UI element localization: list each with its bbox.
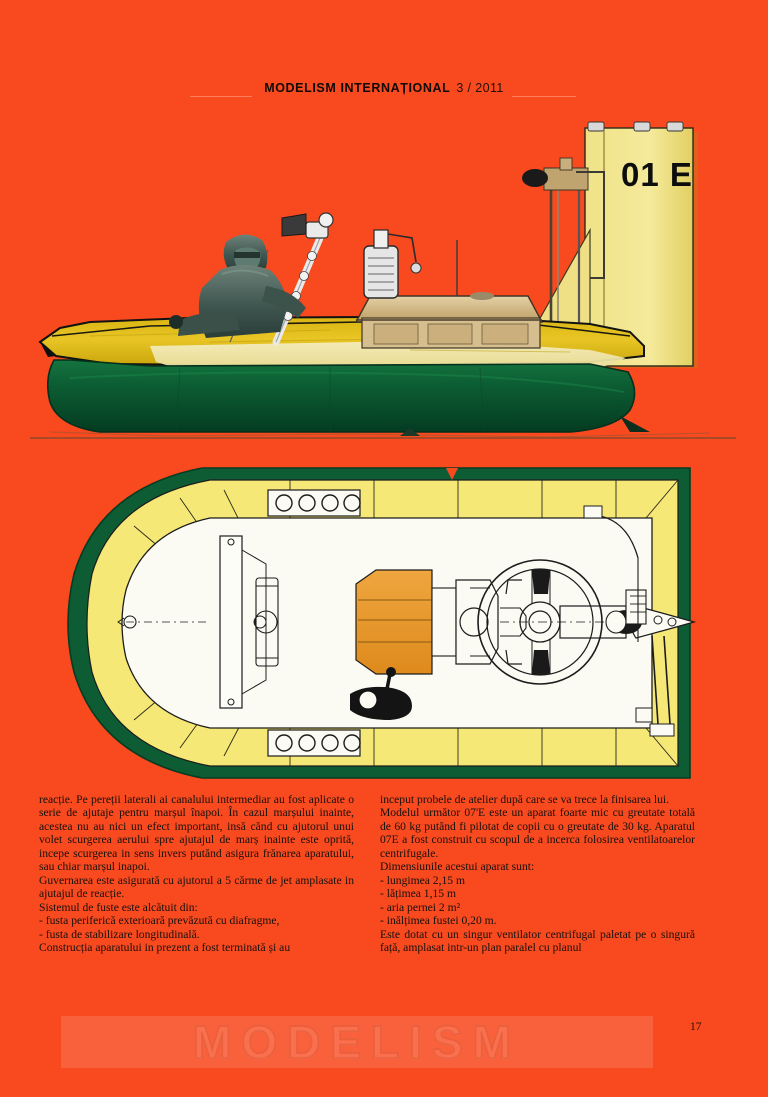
figure-plan-view-drawing [60, 462, 700, 784]
page-number: 17 [690, 1021, 702, 1033]
paragraph: Modelul următor 07'E este un aparat foar… [380, 806, 695, 860]
plan-stern-rudder [583, 505, 697, 737]
magazine-title: MODELISM INTERNAȚIONAL [264, 81, 451, 95]
paragraph: inceput probele de atelier după care se … [380, 793, 670, 806]
paragraph: reacție. Pe pereții laterali ai canalulu… [39, 793, 354, 874]
paragraph: Construcția aparatului in prezent a fost… [39, 940, 291, 954]
plan-fuel-tank [355, 569, 457, 675]
plan-controls-cluster [350, 667, 412, 720]
text-column-left: reacție. Pe pereții laterali ai canalulu… [39, 793, 354, 993]
paragraph: Este dotat cu un singur ventilator centr… [380, 927, 695, 954]
list-item: - lățimea 1,15 m [380, 887, 456, 901]
plan-vent-strips [267, 489, 361, 757]
cabin-structure [354, 240, 544, 349]
list-item: - aria pernei 2 m² [380, 900, 461, 914]
paragraph: Dimensiunile acestui aparat sunt: [380, 860, 535, 874]
plan-fan-assembly [477, 559, 627, 685]
list-item: - inălțimea fustei 0,20 m. [380, 914, 497, 928]
hull-skirt [46, 359, 636, 433]
paragraph: Sistemul de fuste este alcătuit din: [39, 900, 198, 914]
tail-fin-assembly: 01 E [522, 121, 698, 368]
text-column-right: inceput probele de atelier după care se … [380, 793, 695, 993]
article-body: reacție. Pe pereții laterali ai canalulu… [39, 793, 695, 993]
engine-fan-housing [363, 229, 422, 299]
header-rule-left [190, 96, 252, 97]
list-item: - lungimea 2,15 m [380, 873, 466, 887]
figure-side-view-photo: 01 E [30, 110, 736, 455]
plan-engine-block [455, 579, 499, 665]
footer-watermark-band: MODELISM [61, 1016, 653, 1068]
paragraph: Guvernarea este asigurată cu ajutorul a … [39, 873, 354, 901]
pilot-figure [169, 234, 306, 338]
issue-number: 3 / 2011 [456, 81, 504, 95]
svg-text:01 E: 01 E [621, 156, 693, 193]
header-rule-right [512, 96, 576, 97]
page-header: MODELISM INTERNAȚIONAL 3 / 2011 [0, 79, 768, 97]
waterline [30, 416, 736, 439]
plan-forward-bulkhead [219, 535, 279, 709]
list-item: - fusta periferică exterioară prevăzută … [39, 914, 280, 928]
modelism-logo-watermark: MODELISM [192, 1016, 521, 1068]
list-item: - fusta de stabilizare longitudinală. [39, 927, 200, 941]
